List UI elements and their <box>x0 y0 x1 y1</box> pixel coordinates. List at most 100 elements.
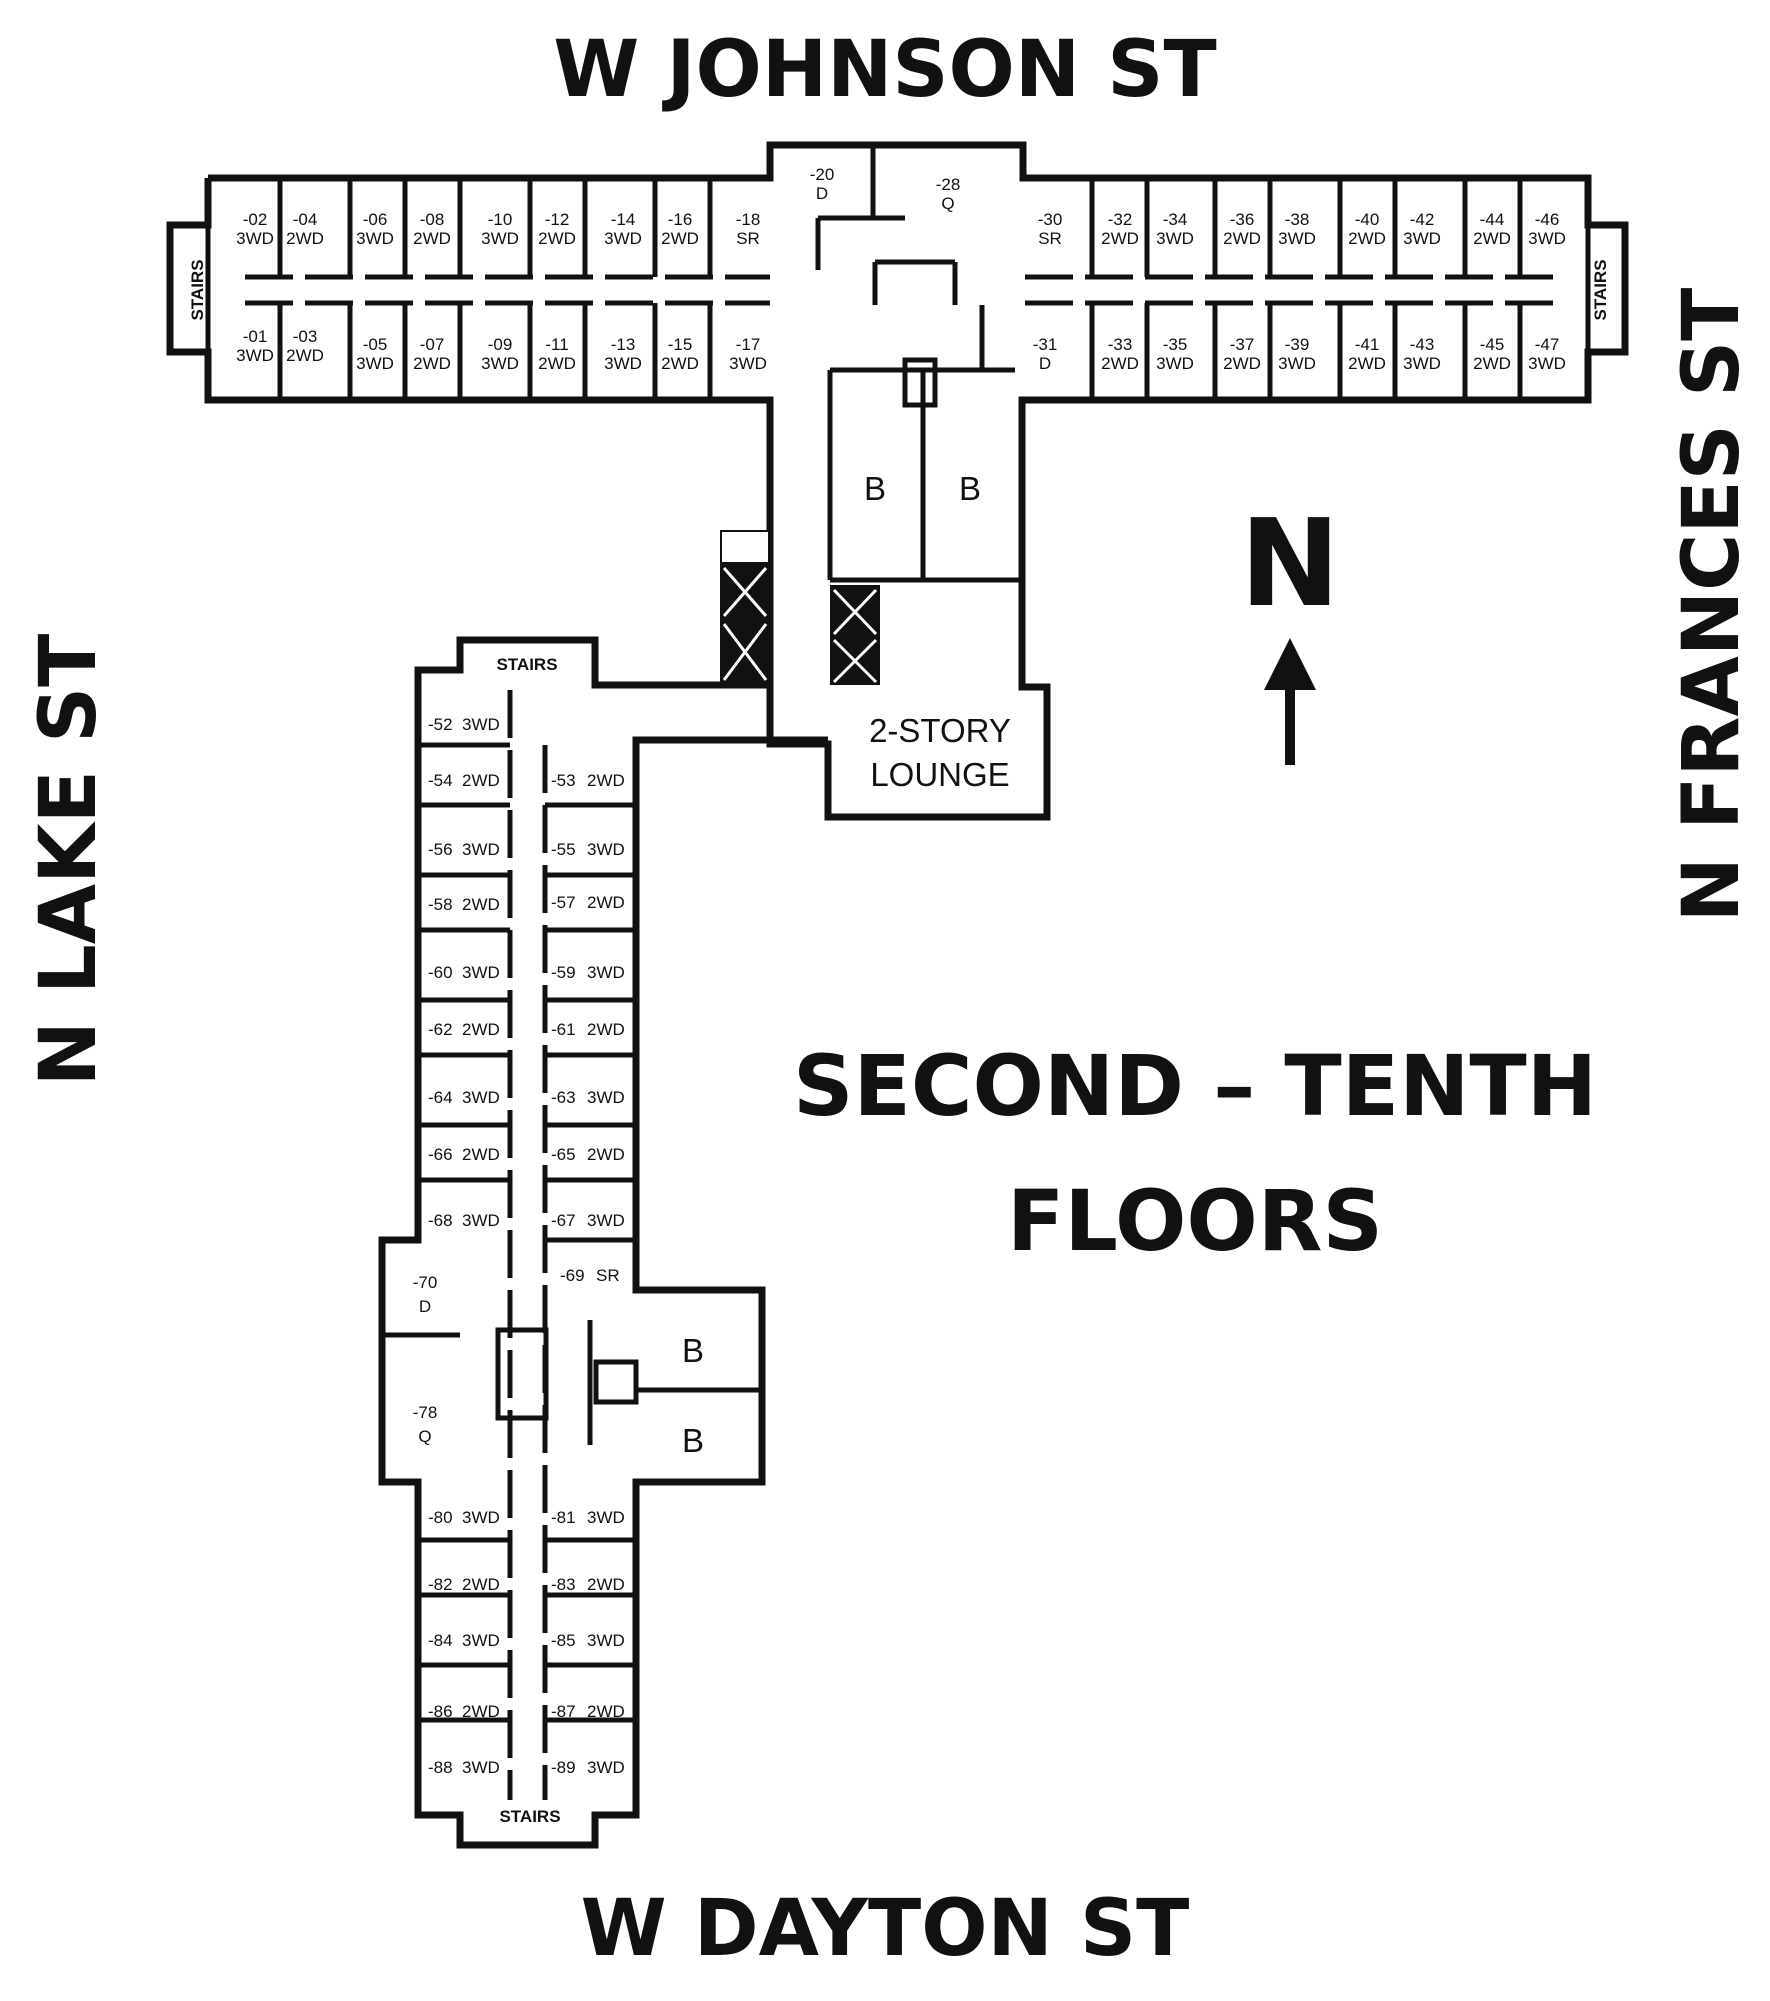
svg-text:-44: -44 <box>1480 210 1505 229</box>
bath-label: B <box>682 1332 704 1369</box>
svg-text:3WD: 3WD <box>587 1211 625 1230</box>
svg-text:-84: -84 <box>428 1631 453 1650</box>
svg-text:2WD: 2WD <box>286 229 324 248</box>
svg-text:D: D <box>816 184 828 203</box>
svg-text:2WD: 2WD <box>462 771 500 790</box>
bath-label: B <box>682 1422 704 1459</box>
svg-text:-01: -01 <box>243 327 268 346</box>
svg-text:D: D <box>1039 354 1051 373</box>
street-label-east: N FRANCES ST <box>1667 288 1757 923</box>
svg-text:2WD: 2WD <box>462 1020 500 1039</box>
svg-text:2WD: 2WD <box>587 771 625 790</box>
svg-text:3WD: 3WD <box>587 1758 625 1777</box>
svg-text:-30: -30 <box>1038 210 1063 229</box>
svg-text:2WD: 2WD <box>413 354 451 373</box>
svg-text:2WD: 2WD <box>286 346 324 365</box>
svg-text:-53: -53 <box>551 771 576 790</box>
svg-text:3WD: 3WD <box>604 354 642 373</box>
svg-text:-46: -46 <box>1535 210 1560 229</box>
svg-text:-80: -80 <box>428 1508 453 1527</box>
svg-text:-66: -66 <box>428 1145 453 1164</box>
svg-text:-40: -40 <box>1355 210 1380 229</box>
svg-text:2WD: 2WD <box>587 1020 625 1039</box>
svg-text:-55: -55 <box>551 840 576 859</box>
svg-text:3WD: 3WD <box>481 229 519 248</box>
svg-text:2WD: 2WD <box>1101 354 1139 373</box>
svg-text:3WD: 3WD <box>604 229 642 248</box>
svg-text:2WD: 2WD <box>587 1575 625 1594</box>
svg-text:3WD: 3WD <box>462 840 500 859</box>
svg-text:-08: -08 <box>420 210 445 229</box>
svg-text:-82: -82 <box>428 1575 453 1594</box>
svg-text:-20: -20 <box>810 165 835 184</box>
svg-text:2WD: 2WD <box>1101 229 1139 248</box>
svg-text:-59: -59 <box>551 963 576 982</box>
svg-text:-16: -16 <box>668 210 693 229</box>
room: -78Q <box>413 1403 438 1446</box>
street-label-south: W DAYTON ST <box>581 1884 1190 1974</box>
svg-text:-38: -38 <box>1285 210 1310 229</box>
svg-text:-83: -83 <box>551 1575 576 1594</box>
svg-text:-70: -70 <box>413 1273 438 1292</box>
svg-text:STAIRS: STAIRS <box>188 259 207 320</box>
svg-text:-06: -06 <box>363 210 388 229</box>
room: -70D <box>413 1273 438 1316</box>
svg-text:2WD: 2WD <box>462 1575 500 1594</box>
svg-text:2WD: 2WD <box>1348 229 1386 248</box>
svg-text:3WD: 3WD <box>462 1508 500 1527</box>
svg-text:2WD: 2WD <box>462 1145 500 1164</box>
room: -28Q <box>936 175 961 213</box>
svg-text:3WD: 3WD <box>462 963 500 982</box>
svg-text:3WD: 3WD <box>462 715 500 734</box>
svg-text:3WD: 3WD <box>356 229 394 248</box>
svg-text:STAIRS: STAIRS <box>1591 259 1610 320</box>
svg-text:-42: -42 <box>1410 210 1435 229</box>
elevator-shafts <box>720 530 880 685</box>
svg-text:-11: -11 <box>545 335 568 354</box>
room: -59 3WD <box>551 963 625 982</box>
room: -80 3WD <box>428 1508 500 1527</box>
svg-text:-78: -78 <box>413 1403 438 1422</box>
svg-text:-45: -45 <box>1480 335 1505 354</box>
svg-text:3WD: 3WD <box>462 1211 500 1230</box>
lounge-label-line1: 2-STORY <box>869 712 1011 749</box>
svg-text:-88: -88 <box>428 1758 453 1777</box>
svg-text:-36: -36 <box>1230 210 1255 229</box>
svg-text:2WD: 2WD <box>661 354 699 373</box>
svg-text:3WD: 3WD <box>587 1631 625 1650</box>
svg-text:-14: -14 <box>611 210 636 229</box>
svg-text:3WD: 3WD <box>587 963 625 982</box>
svg-text:3WD: 3WD <box>462 1631 500 1650</box>
stairs-east: STAIRS <box>1591 259 1610 320</box>
svg-text:-85: -85 <box>551 1631 576 1650</box>
street-label-north: W JOHNSON ST <box>553 25 1216 115</box>
svg-text:3WD: 3WD <box>1156 354 1194 373</box>
svg-text:3WD: 3WD <box>1156 229 1194 248</box>
floor-title-line2: FLOORS <box>1007 1172 1383 1270</box>
